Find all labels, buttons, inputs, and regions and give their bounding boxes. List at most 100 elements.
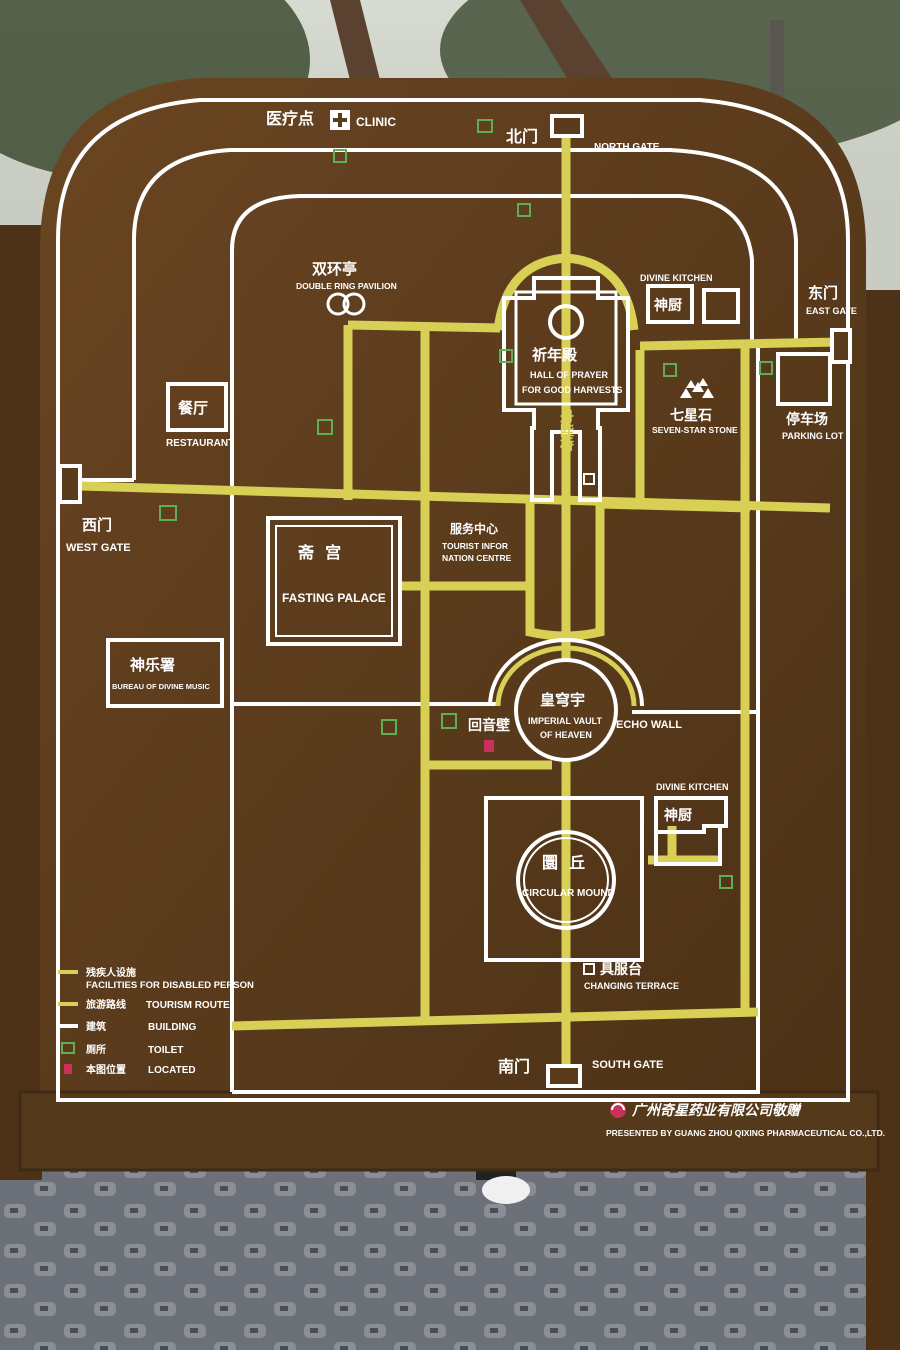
legend-item: 建筑 BUILDING (58, 1020, 197, 1033)
sponsor-panel (18, 1090, 880, 1172)
legend-label-cn: 旅游路线 (86, 998, 126, 1011)
legend-label-en: FACILITIES FOR DISABLED PERSON (86, 980, 254, 991)
echo-wall-label-en: ECHO WALL (616, 719, 682, 731)
imperial-vault-label-en-2: OF HEAVEN (540, 730, 592, 740)
fasting-palace-label-cn: 斋 宫 (297, 543, 341, 562)
toilet-icon (317, 419, 333, 435)
double-ring-pavilion-label-en: DOUBLE RING PAVILION (296, 281, 397, 291)
imperial-vault-label-en-1: IMPERIAL VAULT (528, 716, 603, 726)
legend-label-en: TOILET (148, 1045, 183, 1056)
left-post (0, 225, 42, 1180)
seven-star-stone-label-en: SEVEN-STAR STONE (652, 425, 738, 435)
tourist-info-label-en-1: TOURIST INFOR (442, 541, 508, 551)
legend-label-cn: 本图位置 (86, 1063, 126, 1076)
toilet-icon (381, 719, 397, 735)
walls (56, 98, 850, 1102)
north-gate-label-cn: 北门 (506, 127, 538, 146)
divine-kitchen-north-label-en: DIVINE KITCHEN (640, 273, 713, 283)
legend-label-cn: 残疾人设施 (86, 966, 136, 979)
legend-label-en: TOURISM ROUTE (146, 1000, 230, 1011)
double-ring-pavilion-label-cn: 双环亭 (312, 260, 357, 278)
hall-of-prayer-complex (502, 276, 630, 502)
danbi-bridge-label-en: DANBI BRIDGE (559, 520, 570, 594)
tourist-info-label-en-2: NATION CENTRE (442, 553, 512, 563)
double-ring-left (326, 292, 350, 316)
legend-label-en: BUILDING (148, 1022, 197, 1033)
south-gate-label-cn: 南门 (498, 1057, 530, 1076)
circular-mound-outer (484, 796, 644, 962)
clinic-cross-icon (330, 110, 350, 130)
south-gate-label-en: SOUTH GATE (592, 1059, 663, 1071)
sponsor-credit: 广州奇星药业有限公司敬赠 PRESENTED BY GUANG ZHOU QIX… (606, 1102, 885, 1138)
legend: 残疾人设施 FACILITIES FOR DISABLED PERSON 旅游路… (58, 966, 254, 1076)
bureau-divine-music-label-en: BUREAU OF DIVINE MUSIC (112, 682, 211, 691)
map-board (40, 78, 866, 1108)
toilet-icon (499, 349, 513, 363)
toilet-icon (517, 203, 531, 217)
toilet-icon (159, 505, 177, 521)
circular-mound-altar (516, 830, 616, 930)
seven-star-stone-label-cn: 七星石 (670, 408, 712, 424)
fasting-palace-label-en: FASTING PALACE (282, 591, 386, 605)
echo-wall-label-cn: 回音壁 (468, 717, 510, 734)
east-gate-label-en: EAST GATE (806, 306, 857, 316)
legend-item: 残疾人设施 FACILITIES FOR DISABLED PERSON (58, 966, 254, 991)
fasting-palace (266, 516, 402, 646)
toilet-icon (441, 713, 457, 729)
bureau-divine-music-building (106, 638, 224, 708)
toilet-icon (477, 119, 493, 133)
east-gate (830, 328, 852, 364)
hall-of-prayer-label-cn: 祈年殿 (532, 346, 578, 364)
legend-item: 厕所 TOILET (61, 1042, 183, 1056)
danbi-bridge-label-cn: 丹陛桥 (558, 409, 574, 452)
parking-lot-label-cn: 停车场 (786, 411, 828, 428)
toilet-icon (759, 361, 773, 375)
bureau-divine-music-label-cn: 神乐署 (130, 656, 175, 674)
legend-label-cn: 建筑 (85, 1020, 106, 1033)
toilet-icon (61, 1042, 75, 1054)
imperial-vault-circle (514, 658, 618, 762)
imperial-vault-complex (488, 638, 644, 762)
parking-lot-area (776, 352, 832, 406)
west-gate (58, 464, 82, 504)
hall-of-prayer-label-en-2: FOR GOOD HARVESTS (522, 385, 622, 395)
located-marker-icon (484, 740, 494, 752)
divine-kitchen-north-label-cn: 神厨 (654, 297, 682, 314)
toilet-icon (663, 363, 677, 377)
east-gate-label-cn: 东门 (808, 284, 838, 302)
west-gate-label-en: WEST GATE (66, 542, 131, 554)
legend-item: 旅游路线 TOURISM ROUTE (58, 998, 230, 1011)
clinic-label-cn: 医疗点 (266, 109, 314, 128)
parking-lot-label-en: PARKING LOT (782, 431, 844, 441)
south-gate (546, 1064, 582, 1088)
north-gate-label-en: NORTH GATE (594, 142, 660, 153)
clinic-label-en: CLINIC (356, 115, 396, 129)
divine-kitchen-south-label-en: DIVINE KITCHEN (656, 782, 729, 792)
divine-kitchen-south-label-cn: 神厨 (664, 807, 692, 824)
hall-of-prayer-dome (548, 304, 584, 340)
legend-item: 本图位置 LOCATED (64, 1063, 196, 1076)
double-ring-right (342, 292, 366, 316)
toilet-icon (719, 875, 733, 889)
restaurant-label-en: RESTAURANT (166, 438, 234, 449)
sponsor-name-cn: 广州奇星药业有限公司敬赠 (631, 1102, 802, 1119)
circular-mound-label-cn: 圜 丘 (542, 853, 585, 872)
hall-of-prayer-label-en-1: HALL OF PRAYER (530, 370, 609, 380)
west-gate-label-cn: 西门 (82, 516, 112, 534)
circular-mound-label-en: CIRCULAR MOUND (522, 888, 615, 899)
fasting-palace-inner (275, 525, 393, 637)
changing-terrace-label-en: CHANGING TERRACE (584, 981, 679, 991)
legend-label-cn: 厕所 (86, 1043, 106, 1056)
imperial-vault-label-cn: 皇穹宇 (540, 691, 585, 709)
tourism-routes (79, 130, 841, 1080)
changing-terrace-label-cn: 具服台 (599, 961, 642, 978)
visitor-shoe (482, 1176, 530, 1204)
north-gate (550, 114, 584, 138)
paving-stones (0, 1150, 900, 1350)
restaurant-label-cn: 餐厅 (178, 399, 208, 417)
tourist-info-label-cn: 服务中心 (450, 521, 498, 536)
sponsor-logo-icon (610, 1102, 626, 1118)
divine-kitchen-north-building (646, 284, 694, 324)
